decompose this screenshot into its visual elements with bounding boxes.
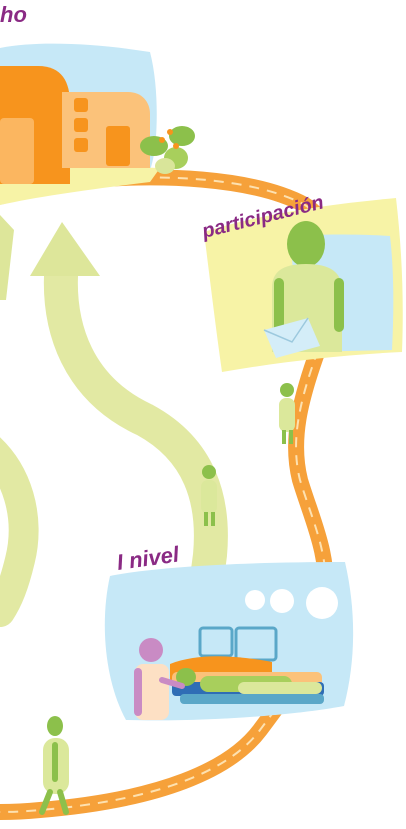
clinic-card — [105, 562, 353, 720]
light-dot-icon — [245, 590, 265, 610]
light-dot-icon — [270, 589, 294, 613]
top-label: ho — [0, 2, 27, 27]
person-walking-icon — [279, 383, 295, 444]
person-walking-icon — [42, 716, 69, 812]
building-card — [0, 44, 160, 205]
light-dot-icon — [306, 587, 338, 619]
curved-arrow — [30, 222, 211, 605]
left-arrow-fragment — [0, 215, 24, 612]
